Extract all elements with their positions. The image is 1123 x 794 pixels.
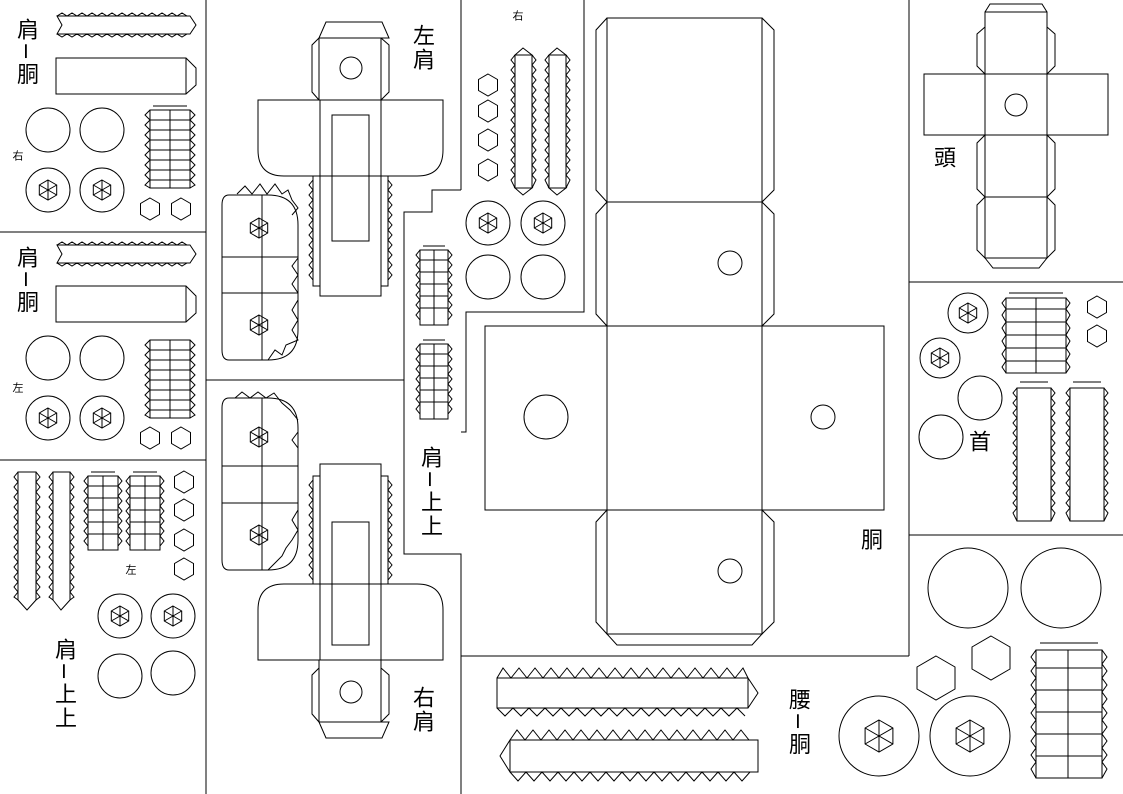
label-shoulder-upper-left: 肩−上上 — [51, 638, 76, 731]
bottom-right-parts — [838, 547, 1108, 779]
label-shoulder-torso-right: 肩−胴 — [13, 18, 38, 87]
shoulder-torso-left-parts — [25, 241, 197, 450]
label-neck: 首 — [965, 430, 990, 454]
label-right-shoulder: 右肩 — [409, 686, 434, 734]
left-shoulder-parts — [221, 21, 444, 361]
label-shoulder-upper-center: 肩−上上 — [417, 446, 442, 539]
label-mark-right-2: 右 — [511, 10, 524, 21]
label-mark-left-2: 左 — [124, 564, 137, 575]
right-shoulder-parts — [221, 391, 444, 739]
label-mark-right-1: 右 — [11, 150, 24, 161]
label-waist-torso: 腰−胴 — [785, 688, 810, 757]
label-head: 頭 — [930, 146, 955, 170]
head-parts — [923, 3, 1109, 269]
label-torso: 胴 — [857, 528, 882, 552]
neck-parts — [918, 292, 1109, 522]
label-left-shoulder: 左肩 — [409, 24, 434, 72]
shoulder-torso-right-parts — [25, 12, 197, 221]
waist-parts — [496, 667, 759, 782]
torso-parts — [484, 17, 885, 646]
shoulder-upper-center-parts — [415, 245, 453, 420]
label-shoulder-torso-left: 肩−胴 — [13, 246, 38, 315]
upper-center-parts — [465, 47, 571, 300]
shoulder-upper-left-parts — [13, 470, 196, 699]
label-mark-left-1: 左 — [11, 382, 24, 393]
